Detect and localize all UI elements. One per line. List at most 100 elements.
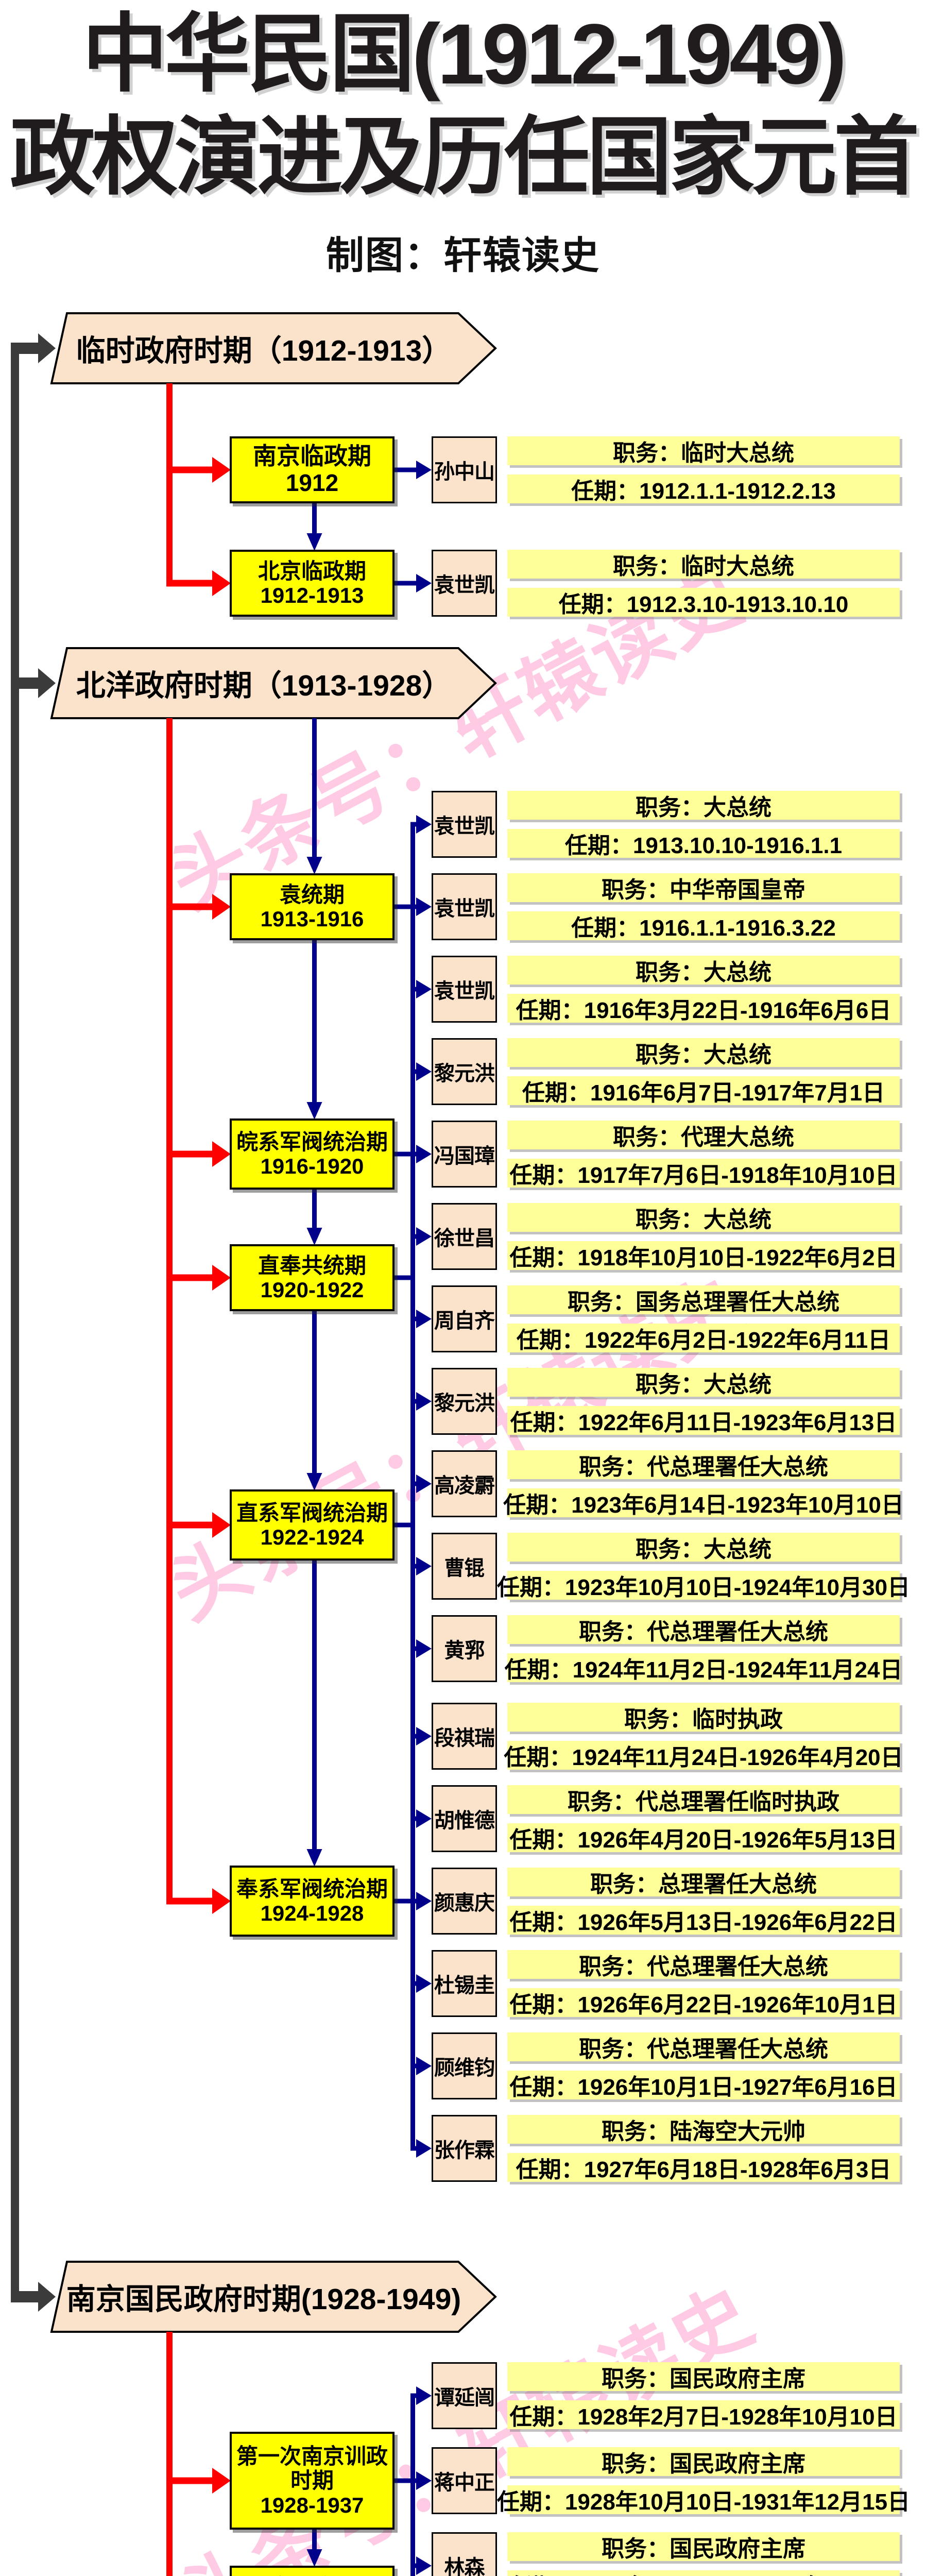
subperiod-box-line: 南京临政期 — [253, 443, 371, 470]
head-of-state-name-box: 袁世凯 — [432, 873, 497, 940]
term-info-bar: 任期：1916年6月7日-1917年7月1日 — [507, 1076, 900, 1106]
term-info-bar: 任期：1926年6月22日-1926年10月1日 — [507, 1988, 900, 2018]
position-info-bar: 职务：临时大总统 — [507, 550, 900, 579]
head-of-state-name-box: 黎元洪 — [432, 1368, 497, 1435]
head-of-state-name-box: 谭延闿 — [432, 2362, 497, 2429]
position-info-bar: 职务：大总统 — [507, 1368, 900, 1397]
subperiod-box-line: 北京临政期 — [258, 558, 366, 583]
head-of-state-name-box: 曹锟 — [432, 1533, 497, 1600]
position-info-bar: 职务：临时大总统 — [507, 436, 900, 466]
main-title-line2: 政权演进及历任国家元首 — [10, 110, 919, 205]
head-of-state-name-box: 袁世凯 — [432, 956, 497, 1023]
subperiod-box-line: 重庆训政时期 — [247, 2575, 377, 2576]
head-of-state-name-box: 胡惟德 — [432, 1785, 497, 1852]
subperiod-box-line: 1912 — [285, 469, 339, 496]
head-of-state-name-box: 周自齐 — [432, 1285, 497, 1352]
position-info-bar: 职务：代总理署任大总统 — [507, 2032, 900, 2062]
subperiod-box-line: 直奉共统期 — [258, 1253, 366, 1278]
head-of-state-name-box: 黎元洪 — [432, 1038, 497, 1105]
position-info-bar: 职务：大总统 — [507, 791, 900, 820]
term-info-bar: 任期：1923年10月10日-1924年10月30日 — [497, 1571, 910, 1600]
position-info-bar: 职务：大总统 — [507, 1038, 900, 1067]
term-info-bar: 任期：1928年2月7日-1928年10月10日 — [507, 2400, 900, 2430]
position-info-bar: 职务：国民政府主席 — [507, 2532, 900, 2562]
head-of-state-name-box: 颜惠庆 — [432, 1868, 497, 1935]
head-of-state-name-box: 蒋中正 — [432, 2447, 497, 2514]
term-info-bar: 任期：1916.1.1-1916.3.22 — [507, 911, 900, 941]
head-of-state-name-box: 顾维钧 — [432, 2032, 497, 2099]
term-info-bar: 任期：1912.3.10-1913.10.10 — [507, 588, 900, 617]
term-info-bar: 任期：1917年7月6日-1918年10月10日 — [507, 1159, 900, 1188]
subperiod-box-line: 时期 — [290, 2468, 334, 2493]
position-info-bar: 职务：国务总理署任大总统 — [507, 1285, 900, 1315]
position-info-bar: 职务：总理署任大总统 — [507, 1868, 900, 1897]
term-info-bar: 任期：1922年6月11日-1923年6月13日 — [507, 1406, 900, 1435]
period-banner-3: 南京国民政府时期(1928-1949) — [66, 2283, 461, 2316]
head-of-state-name-box: 段祺瑞 — [432, 1703, 497, 1770]
position-info-bar: 职务：大总统 — [507, 1533, 900, 1562]
subperiod-box-line: 直系军阀统治期 — [236, 1500, 388, 1525]
subperiod-box-line: 1922-1924 — [260, 1525, 364, 1549]
period-banner-1: 临时政府时期（1912-1913） — [76, 334, 452, 367]
term-info-bar: 任期：1916年3月22日-1916年6月6日 — [507, 994, 900, 1023]
subperiod-box-line: 皖系军阀统治期 — [236, 1129, 388, 1154]
subperiod-box-line: 袁统期 — [279, 882, 345, 907]
head-of-state-name-box: 袁世凯 — [432, 550, 497, 617]
term-info-bar: 任期：1926年10月1日-1927年6月16日 — [507, 2071, 900, 2100]
term-info-bar: 任期：1926年5月13日-1926年6月22日 — [507, 1906, 900, 1935]
subperiod-box-line: 第一次南京训政 — [236, 2444, 388, 2469]
term-info-bar: 任期：1923年6月14日-1923年10月10日 — [503, 1488, 904, 1518]
head-of-state-name-box: 袁世凯 — [432, 791, 497, 858]
term-info-bar: 任期：1912.1.1-1912.2.13 — [507, 474, 900, 504]
head-of-state-name-box: 林森 — [432, 2532, 497, 2576]
head-of-state-name-box: 高凌霨 — [432, 1450, 497, 1517]
position-info-bar: 职务：中华帝国皇帝 — [507, 873, 900, 903]
term-info-bar: 任期：1926年4月20日-1926年5月13日 — [507, 1823, 900, 1853]
position-info-bar: 职务：国民政府主席 — [507, 2447, 900, 2477]
position-info-bar: 职务：代总理署任大总统 — [507, 1950, 900, 1979]
head-of-state-name-box: 徐世昌 — [432, 1203, 497, 1270]
position-info-bar: 职务：代理大总统 — [507, 1121, 900, 1150]
head-of-state-name-box: 杜锡圭 — [432, 1950, 497, 2017]
subperiod-box-line: 1912-1913 — [260, 583, 364, 607]
head-of-state-name-box: 黄郛 — [432, 1615, 497, 1682]
term-info-bar: 任期：1931年12月15日-1943年8月1日 — [507, 2570, 900, 2576]
position-info-bar: 职务：大总统 — [507, 956, 900, 985]
subperiod-box-line: 1916-1920 — [260, 1154, 364, 1178]
position-info-bar: 职务：国民政府主席 — [507, 2362, 900, 2392]
subperiod-box-line: 奉系军阀统治期 — [236, 1876, 388, 1901]
position-info-bar: 职务：代总理署任大总统 — [507, 1615, 900, 1645]
term-info-bar: 任期：1928年10月10日-1931年12月15日 — [497, 2485, 910, 2515]
term-info-bar: 任期：1924年11月2日-1924年11月24日 — [505, 1653, 902, 1683]
term-info-bar: 任期：1918年10月10日-1922年6月2日 — [507, 1241, 900, 1270]
period-banner-2: 北洋政府时期（1913-1928） — [76, 669, 452, 702]
head-of-state-name-box: 冯国璋 — [432, 1121, 497, 1188]
main-title-line1: 中华民国(1912-1949) — [82, 7, 847, 102]
term-info-bar: 任期：1922年6月2日-1922年6月11日 — [507, 1324, 900, 1353]
subperiod-box-line: 1924-1928 — [260, 1901, 364, 1925]
head-of-state-name-box: 孙中山 — [432, 436, 497, 503]
subperiod-box: 重庆训政时期1937-1946 — [230, 2566, 395, 2576]
term-info-bar: 任期：1913.10.10-1916.1.1 — [507, 829, 900, 858]
position-info-bar: 职务：临时执政 — [507, 1703, 900, 1732]
term-info-bar: 任期：1927年6月18日-1928年6月3日 — [507, 2153, 900, 2182]
subperiod-box-line: 1920-1922 — [260, 1278, 364, 1302]
subperiod-box-line: 1913-1916 — [260, 907, 364, 931]
position-info-bar: 职务：代总理署任大总统 — [507, 1450, 900, 1480]
position-info-bar: 职务：大总统 — [507, 1203, 900, 1232]
position-info-bar: 职务：陆海空大元帅 — [507, 2115, 900, 2144]
position-info-bar: 职务：代总理署任临时执政 — [507, 1785, 900, 1815]
subperiod-box-line: 1928-1937 — [260, 2493, 364, 2517]
subtitle-author: 制图：轩辕读史 — [326, 234, 600, 277]
term-info-bar: 任期：1924年11月24日-1926年4月20日 — [504, 1741, 903, 1770]
